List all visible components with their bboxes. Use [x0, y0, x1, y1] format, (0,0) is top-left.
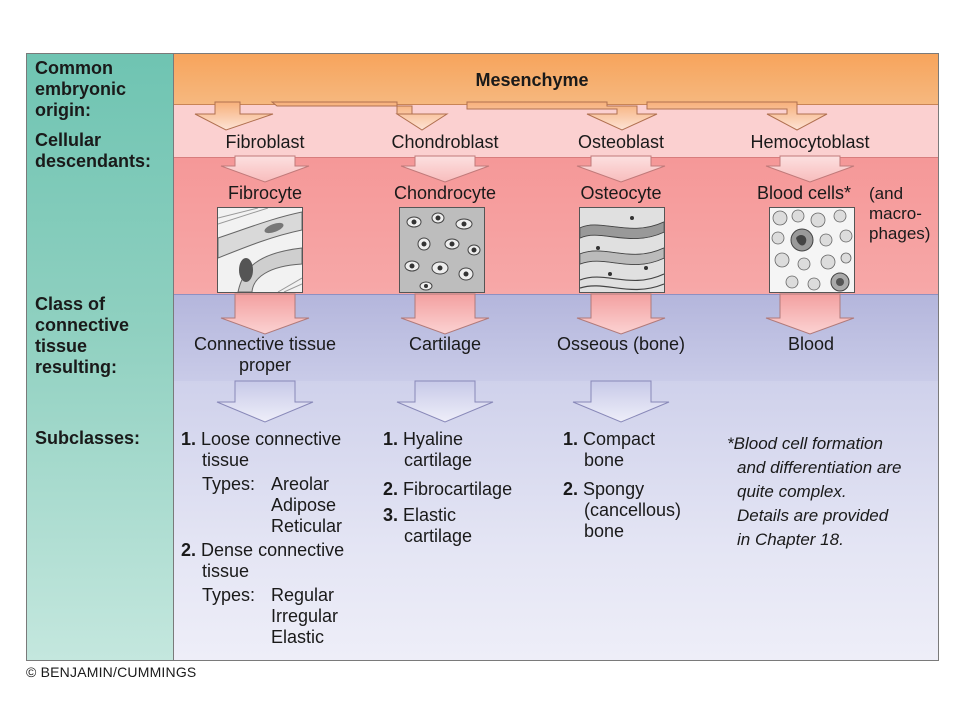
bone-spongy-item: 2. Spongy (cancellous) bone: [563, 479, 682, 541]
label-class-of-connective-tissue: Class of connective tissue resulting:: [35, 294, 130, 377]
left-label-column: [27, 54, 174, 660]
class-cartilage: Cartilage: [408, 334, 482, 354]
osteoblast-label: Osteoblast: [577, 132, 665, 152]
arrow-chondroblast-chondrocyte: [400, 155, 490, 183]
fibrocyte-label: Fibrocyte: [227, 183, 303, 203]
bone-compact-item: 1. Compact bone: [563, 429, 656, 470]
macrophage-note: (and macro- phages): [869, 184, 931, 243]
arrow-hemocytoblast-bloodcells: [765, 155, 855, 183]
bone-subclass-list: 1. Compact bone 2. Spongy (cancellous) b…: [563, 429, 681, 542]
connective-tissue-diagram: Common embryonic origin: Cellular descen…: [26, 53, 939, 661]
flow-arrows: [194, 101, 855, 423]
branch-arrow-osteoblast: [466, 101, 658, 131]
ct-dense-types: Types: Regular Irregular Elastic: [202, 585, 339, 647]
arrow-fibroblast-fibrocyte: [220, 155, 310, 183]
arrow-fibrocyte-class: [220, 293, 310, 335]
subclass-band: [174, 381, 938, 660]
branch-arrow-fibroblast: [194, 101, 274, 131]
ct-loose-item: 1. Loose connective tissue: [181, 429, 342, 470]
mesenchyme-label: Mesenchyme: [475, 70, 589, 90]
arrow-chondrocyte-class: [400, 293, 490, 335]
arrow-bone-subclass: [572, 380, 670, 423]
branch-arrow-chondroblast: [270, 101, 449, 131]
label-common-embryonic-origin: Common embryonic origin:: [35, 58, 127, 120]
blood-footnote: *Blood cell formation and differentiatio…: [727, 434, 902, 549]
arrow-cartilage-subclass: [396, 380, 494, 423]
arrow-bloodcells-class: [765, 293, 855, 335]
cartilage-subclass-list: 1. Hyaline cartilage 2. Fibrocartilage 3…: [383, 429, 512, 547]
cartilage-hyaline-item: 1. Hyaline cartilage: [383, 429, 473, 470]
arrow-osteoblast-osteocyte: [576, 155, 666, 183]
label-subclasses: Subclasses:: [35, 428, 141, 448]
blood-cells-micrograph: [769, 207, 855, 293]
ct-dense-item: 2. Dense connective tissue: [181, 540, 345, 581]
origin-band: [174, 54, 938, 105]
copyright-credit: © BENJAMIN/CUMMINGS: [26, 664, 197, 680]
class-osseous-bone: Osseous (bone): [556, 334, 686, 354]
cartilage-fibro-item: 2. Fibrocartilage: [383, 479, 513, 499]
osteocyte-label: Osteocyte: [580, 183, 662, 203]
arrow-osteocyte-class: [576, 293, 666, 335]
class-connective-tissue-proper: Connective tissue proper: [193, 334, 337, 375]
ct-loose-types: Types: Areolar Adipose Reticular: [202, 474, 343, 536]
fibrocyte-micrograph: [217, 207, 303, 293]
branch-arrow-hemocytoblast: [646, 101, 828, 131]
chondroblast-label: Chondroblast: [391, 132, 499, 152]
osteocyte-micrograph: [579, 207, 665, 293]
cartilage-elastic-item: 3. Elastic cartilage: [383, 505, 473, 546]
chondrocyte-label: Chondrocyte: [393, 183, 497, 203]
blood-cells-label: Blood cells*: [757, 183, 852, 203]
ct-subclass-list: 1. Loose connective tissue Types: Areola…: [181, 429, 344, 648]
hemocytoblast-label: Hemocytoblast: [750, 132, 870, 152]
label-cellular-descendants: Cellular descendants:: [35, 130, 152, 171]
chondrocyte-micrograph: [399, 207, 485, 293]
class-blood: Blood: [787, 334, 835, 354]
arrow-ctproper-subclass: [216, 380, 314, 423]
fibroblast-label: Fibroblast: [225, 132, 305, 152]
